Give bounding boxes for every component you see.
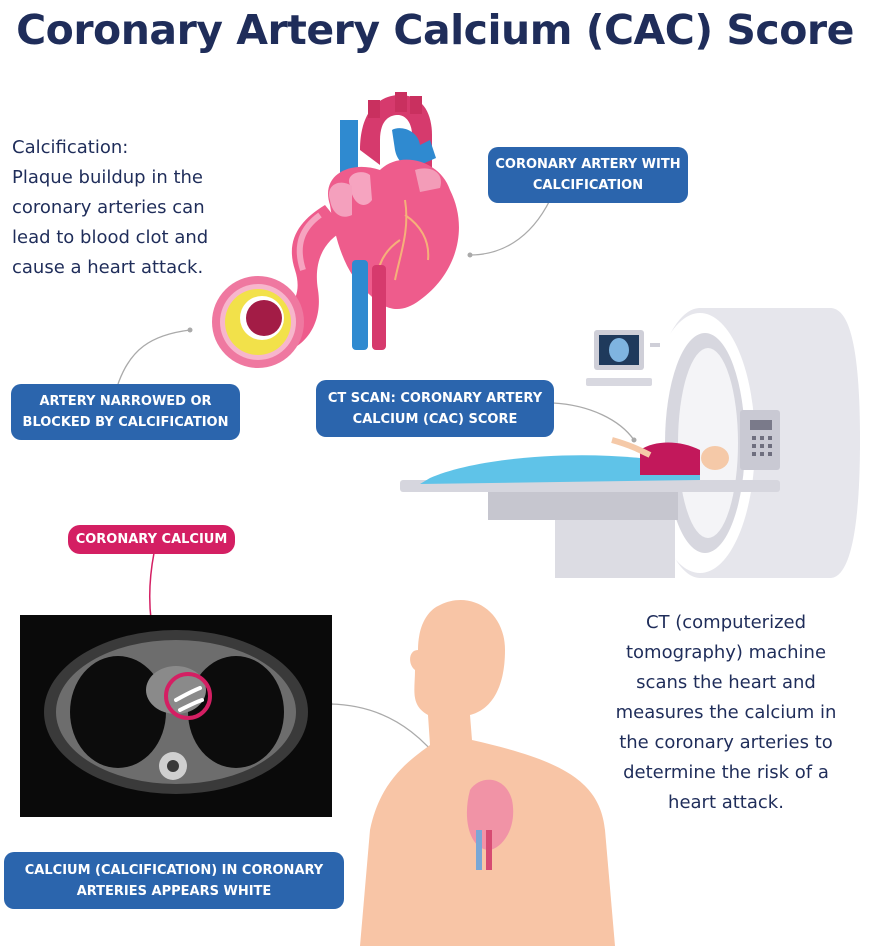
calcification-line: coronary arteries can <box>12 197 205 218</box>
label-artery-narrowed: ARTERY NARROWED OR BLOCKED BY CALCIFICAT… <box>11 384 240 440</box>
label-line: CORONARY ARTERY WITH <box>495 157 681 172</box>
ct-slice-image-icon <box>20 615 332 817</box>
calcification-line: cause a heart attack. <box>12 257 204 278</box>
label-coronary-artery-calcification: CORONARY ARTERY WITH CALCIFICATION <box>488 147 688 203</box>
human-torso-icon <box>360 600 615 946</box>
page-title: Coronary Artery Calcium (CAC) Score <box>16 6 854 54</box>
label-ct-scan: CT SCAN: CORONARY ARTERY CALCIUM (CAC) S… <box>316 380 554 437</box>
calcification-line: lead to blood clot and <box>12 227 209 248</box>
ct-description-line: scans the heart and <box>636 672 816 693</box>
label-line: CT SCAN: CORONARY ARTERY <box>327 390 543 406</box>
label-line: ARTERIES APPEARS WHITE <box>76 883 272 899</box>
label-calcium-appears-white: CALCIUM (CALCIFICATION) IN CORONARY ARTE… <box>4 852 344 909</box>
label-line: CALCIUM (CAC) SCORE <box>352 411 518 427</box>
label-coronary-calcium: CORONARY CALCIUM <box>68 525 235 554</box>
label-line: CALCIFICATION <box>532 178 644 193</box>
label-line: CORONARY CALCIUM <box>75 532 228 547</box>
ct-description: CT (computerized tomography) machine sca… <box>586 608 866 818</box>
calcification-line: Calcification: <box>12 137 129 158</box>
label-line: CALCIUM (CALCIFICATION) IN CORONARY <box>24 862 324 878</box>
ct-description-line: measures the calcium in <box>615 702 837 723</box>
ct-description-line: the coronary arteries to <box>619 732 833 753</box>
calcification-line: Plaque buildup in the <box>12 167 204 188</box>
calcification-description: Calcification: Plaque buildup in the cor… <box>12 133 208 283</box>
label-line: ARTERY NARROWED OR <box>39 394 212 409</box>
ct-description-line: determine the risk of a <box>623 762 829 783</box>
label-line: BLOCKED BY CALCIFICATION <box>22 415 229 430</box>
ct-description-line: heart attack. <box>668 792 784 813</box>
ct-description-line: tomography) machine <box>625 642 827 663</box>
ct-description-line: CT (computerized <box>645 612 807 633</box>
ct-scanner-icon <box>400 308 860 578</box>
artery-cross-section-icon <box>212 276 304 368</box>
